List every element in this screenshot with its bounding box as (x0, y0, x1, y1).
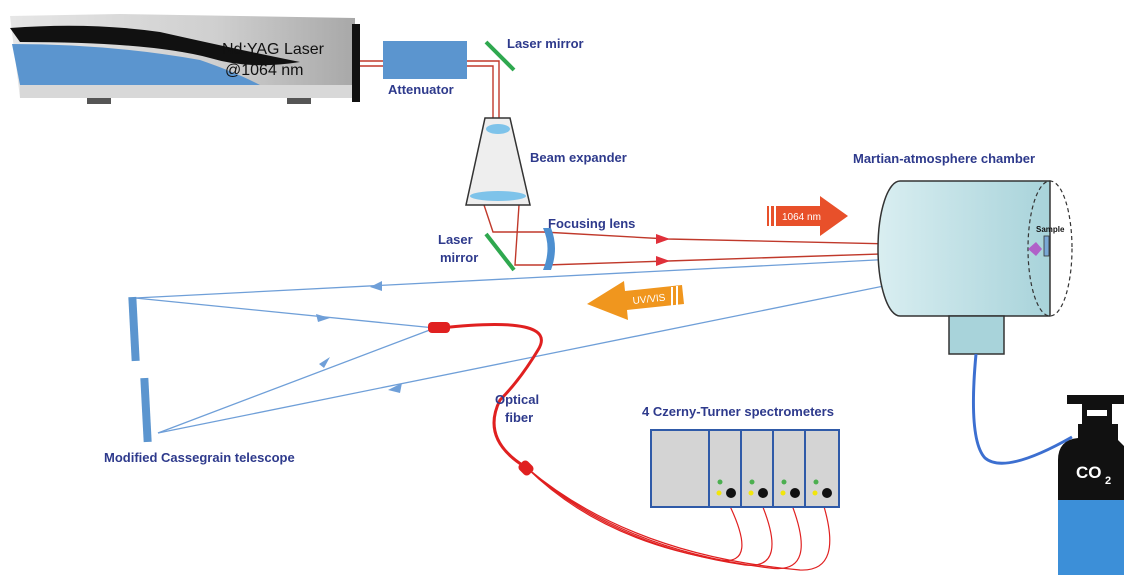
spectrometers: 4 Czerny-Turner spectrometers (642, 404, 840, 508)
return-arrowhead-3 (388, 383, 402, 393)
fiber-label-line1: Optical (495, 392, 539, 407)
sample-label: Sample (1036, 225, 1065, 234)
beam-expander-label: Beam expander (530, 150, 627, 165)
attenuator-label: Attenuator (388, 82, 454, 97)
laser-mirror-top-label: Laser mirror (507, 36, 584, 51)
fiber-connector-bottom (518, 460, 534, 476)
chamber-label: Martian-atmosphere chamber (853, 151, 1035, 166)
laser-mirror-top (484, 40, 516, 72)
arrow-uvvis: UV/VIS (587, 281, 684, 320)
ir-arrowhead-2 (656, 256, 670, 266)
gas-label-subscript: 2 (1105, 475, 1111, 487)
gas-label: CO (1076, 463, 1102, 482)
cassegrain-telescope: Modified Cassegrain telescope (104, 296, 295, 465)
fiber-label-line2: fiber (505, 410, 533, 425)
laser-label-line1: Nd:YAG Laser (222, 41, 325, 58)
laser-mirror-bottom (484, 232, 516, 272)
arrow-1064nm-label: 1064 nm (782, 212, 821, 223)
fiber-connector-top (428, 322, 450, 333)
optical-fiber (439, 323, 831, 571)
martian-chamber: Martian-atmosphere chamber Sample (853, 151, 1073, 355)
attenuator: Attenuator (383, 41, 467, 97)
laser-mirror-bottom-label-line1: Laser (438, 232, 473, 247)
arrow-1064nm: 1064 nm (767, 196, 848, 236)
ir-arrowhead-1 (656, 234, 670, 244)
focusing-lens (543, 228, 555, 270)
spectrometers-label: 4 Czerny-Turner spectrometers (642, 404, 834, 419)
return-arrowhead-1 (370, 281, 382, 291)
nd-yag-laser: Nd:YAG Laser @1064 nm (10, 14, 360, 104)
return-arrowhead-2 (316, 314, 330, 322)
beam-expander: Beam expander (465, 117, 627, 206)
return-arrowhead-4 (319, 357, 330, 368)
co2-cylinder: CO 2 (1058, 395, 1124, 575)
gas-hose (971, 353, 1073, 465)
laser-mirror-bottom-label-line2: mirror (440, 250, 478, 265)
focusing-lens-label: Focusing lens (548, 216, 635, 231)
laser-label-line2: @1064 nm (225, 62, 304, 79)
arrow-uvvis-label: UV/VIS (632, 293, 666, 307)
telescope-label: Modified Cassegrain telescope (104, 450, 295, 465)
